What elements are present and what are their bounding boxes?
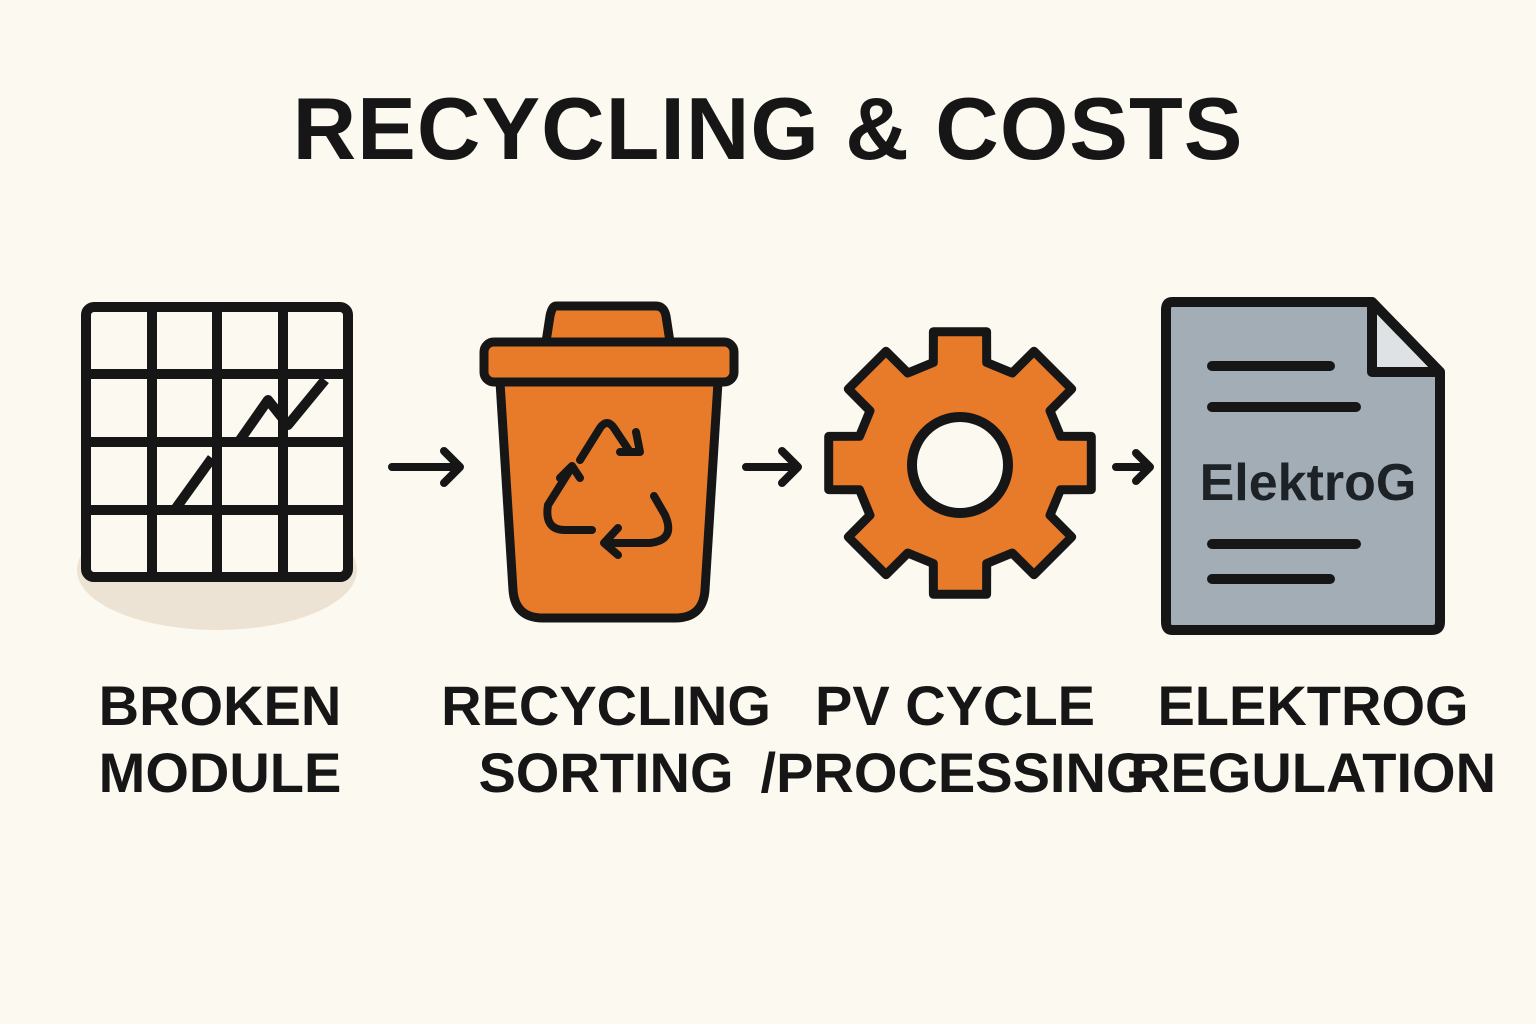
arrow-icon [742,447,802,487]
label-line: /PROCESSING [760,741,1150,804]
label-line: ELEKTROG [1157,674,1469,737]
step-label-broken-module: BROKEN MODULE [10,672,430,806]
label-line: RECYCLING [441,674,771,737]
page-title: RECYCLING & COSTS [292,79,1244,178]
document-icon: ElektroG [1161,297,1445,635]
step-label-recycling-sorting: RECYCLING SORTING [396,672,816,806]
step-label-pv-cycle: PV CYCLE /PROCESSING [745,672,1165,806]
label-line: SORTING [478,741,734,804]
document-title: ElektroG [1200,454,1417,512]
arrow-icon [388,447,464,487]
step-label-elektrog: ELEKTROG REGULATION [1103,672,1523,806]
recycling-bin-icon [479,301,739,623]
label-line: BROKEN [98,674,342,737]
label-line: PV CYCLE [814,674,1096,737]
recycle-icon [543,419,673,559]
gear-icon [824,327,1096,599]
arrow-icon [1112,449,1154,485]
label-line: REGULATION [1129,741,1497,804]
label-line: MODULE [98,741,342,804]
solar-module-icon [77,302,357,630]
gear-hole [907,412,1013,518]
trend-line [171,376,329,511]
